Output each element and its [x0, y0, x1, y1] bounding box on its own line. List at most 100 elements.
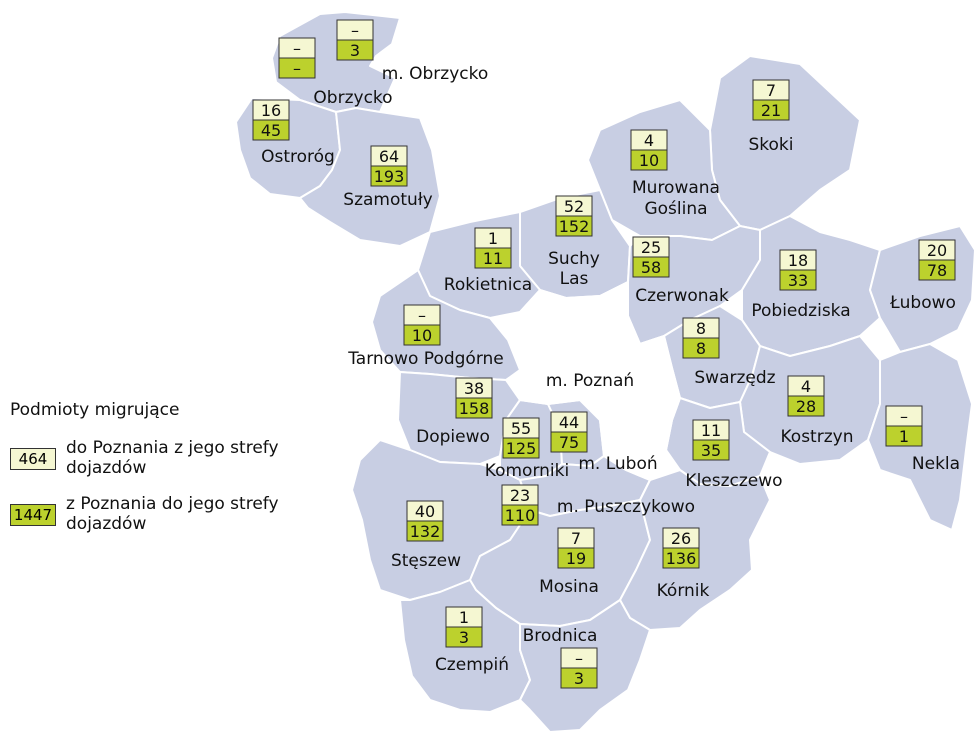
gmina-label: Swarzędz: [694, 368, 775, 388]
gmina-label: Skoki: [749, 135, 794, 155]
value-out: 75: [559, 433, 579, 452]
value-box-out: [682, 337, 720, 359]
value-in: 64: [379, 147, 399, 166]
value-out: 3: [574, 669, 584, 688]
gmina-label: Tarnowo Podgórne: [347, 349, 504, 369]
value-out: 3: [350, 41, 360, 60]
value-in: 26: [671, 529, 691, 548]
value-box-out: [501, 504, 539, 526]
value-in: 40: [415, 502, 435, 521]
value-box-out: [406, 520, 444, 542]
gmina-label: Kleszczewo: [685, 471, 782, 491]
value-box-out: [550, 431, 588, 453]
legend-row-out: 1447 z Poznania do jego strefy dojazdów: [10, 494, 340, 534]
gmina-label: Komorniki: [485, 461, 569, 481]
value-out: 10: [412, 326, 432, 345]
value-box-out: [403, 324, 441, 346]
gmina-m-obrzycko: –3m. Obrzycko: [336, 19, 488, 84]
gmina-label: Kórnik: [657, 581, 710, 601]
gmina-label: Kostrzyn: [781, 427, 854, 447]
value-box-out: [885, 425, 923, 447]
value-out: 158: [459, 399, 490, 418]
value-box-out: [370, 165, 408, 187]
value-in: 11: [701, 421, 721, 440]
value-box-out: [474, 247, 512, 269]
value-box-out: [252, 119, 290, 141]
region-m-poznan[interactable]: [519, 280, 682, 482]
value-out: 152: [559, 217, 590, 236]
gmina-label: Obrzycko: [313, 88, 392, 108]
value-box-out: [555, 215, 593, 237]
value-out: 3: [459, 628, 469, 647]
value-box-out: [455, 397, 493, 419]
value-in: –: [418, 306, 426, 325]
value-in: 16: [261, 101, 281, 120]
value-in: 8: [696, 319, 706, 338]
value-box-out: [632, 256, 670, 278]
gmina-label: Pobiedziska: [751, 301, 850, 321]
value-in: 4: [801, 377, 811, 396]
value-box-out: [692, 439, 730, 461]
value-in: 20: [927, 241, 947, 260]
value-box-out: [336, 39, 374, 61]
value-box-out: [662, 547, 700, 569]
value-box-out: [787, 395, 825, 417]
gmina-label: Czempiń: [435, 655, 509, 675]
value-in: 7: [766, 81, 776, 100]
value-in: 25: [641, 238, 661, 257]
gmina-label: Suchy: [548, 249, 600, 269]
region-tarnowo-podgorne[interactable]: [371, 269, 521, 381]
value-out: 110: [505, 506, 536, 525]
gmina-obrzycko: ––Obrzycko: [278, 37, 393, 108]
region-szamotuly[interactable]: [299, 107, 441, 247]
value-out: 28: [796, 397, 816, 416]
value-in: 55: [511, 419, 531, 438]
gmina-label: Szamotuły: [343, 190, 432, 210]
value-box-out: [779, 269, 817, 291]
legend: Podmioty migrujące 464 do Poznania z jeg…: [10, 400, 340, 550]
value-in: –: [351, 21, 359, 40]
value-out: 21: [761, 101, 781, 120]
value-in: 18: [788, 251, 808, 270]
gmina-label: Mosina: [539, 577, 599, 597]
value-out: 8: [696, 339, 706, 358]
value-in: 23: [510, 486, 530, 505]
value-in: 44: [559, 413, 579, 432]
value-in: –: [293, 39, 301, 58]
gmina-label: Brodnica: [523, 626, 598, 646]
value-in: 7: [571, 529, 581, 548]
gmina-label: Łubowo: [889, 293, 956, 313]
value-out: 10: [639, 151, 659, 170]
value-box-out: [445, 626, 483, 648]
gmina-label: Las: [560, 269, 589, 289]
value-out: –: [293, 59, 301, 78]
gmina-label: Dopiewo: [416, 427, 490, 447]
legend-swatch-in: 464: [10, 448, 56, 470]
gmina-label: Ostroróg: [261, 147, 335, 167]
gmina-label: Murowana: [632, 178, 720, 198]
value-out: 35: [701, 441, 721, 460]
value-box-out: [557, 547, 595, 569]
value-in: 52: [564, 197, 584, 216]
value-out: 11: [483, 249, 503, 268]
value-box-out: [918, 259, 956, 281]
